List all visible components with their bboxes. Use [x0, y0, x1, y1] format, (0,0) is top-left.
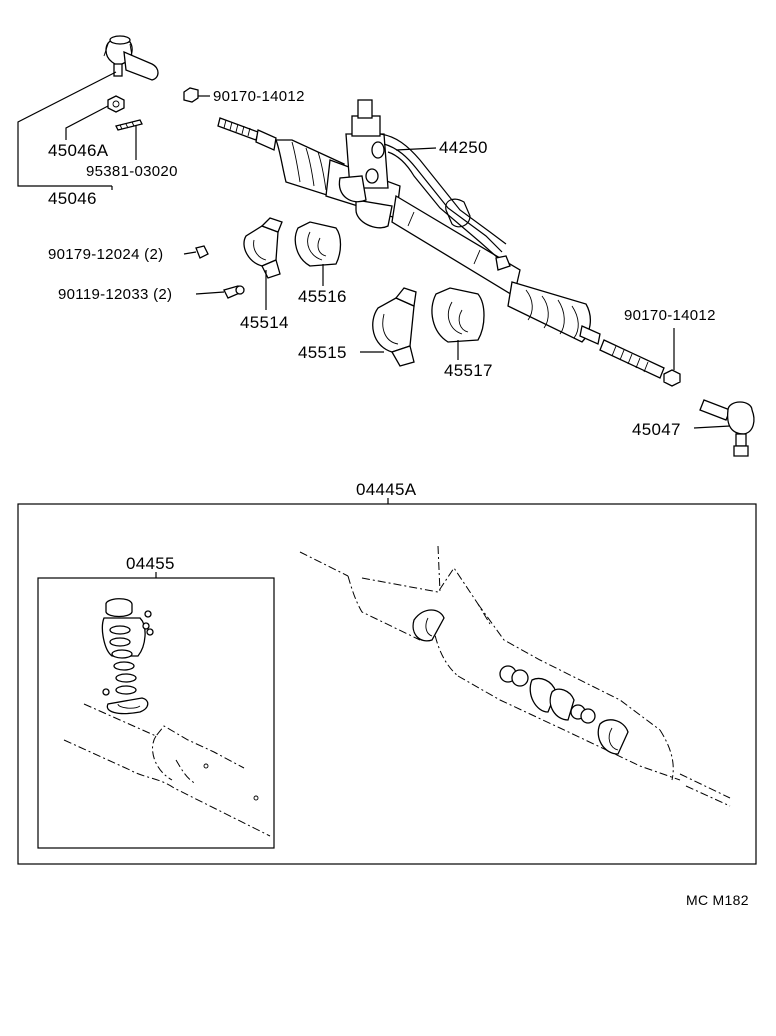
grommet-45516: [294, 221, 342, 267]
rack-outline-small: [63, 703, 271, 837]
seal-kit-parts: [101, 598, 154, 715]
lock-nut-top: [183, 87, 199, 103]
part-label-45516: 45516: [298, 287, 347, 306]
castle-nut: [107, 95, 125, 113]
bracket-45514: [243, 217, 283, 279]
kit-04445A-frame: [17, 503, 757, 865]
part-label-90170-14012-top: 90170-14012: [213, 88, 305, 105]
kit-label-04445A: 04445A: [356, 480, 417, 499]
part-label-45514: 45514: [240, 313, 289, 332]
kit-label-04455: 04455: [126, 554, 175, 573]
part-label-90179-12024: 90179-12024 (2): [48, 246, 164, 263]
rack-outline-large: [299, 545, 731, 807]
part-label-44250: 44250: [439, 138, 488, 157]
grommet-45517: [431, 287, 485, 343]
part-label-45517: 45517: [444, 361, 493, 380]
lock-nut-right: [663, 369, 681, 387]
part-label-45047: 45047: [632, 420, 681, 439]
bolt-90119: [223, 285, 245, 299]
diagram-code: MC M182: [686, 892, 749, 908]
part-label-95381-03020: 95381-03020: [86, 163, 178, 180]
part-label-90170-14012-right: 90170-14012: [624, 307, 716, 324]
part-label-45515: 45515: [298, 343, 347, 362]
part-label-90119-12033: 90119-12033 (2): [58, 286, 173, 303]
bracket-45515: [372, 287, 417, 367]
cotter-pin: [115, 119, 143, 131]
part-label-45046: 45046: [48, 189, 97, 208]
part-label-45046A: 45046A: [48, 141, 109, 160]
kit-04455-frame: [37, 577, 275, 849]
tie-rod-end-right: [699, 399, 755, 457]
tie-rod-end-left: [103, 35, 159, 81]
steering-rack-assembly: [217, 99, 665, 379]
bolt-90179: [195, 245, 209, 259]
